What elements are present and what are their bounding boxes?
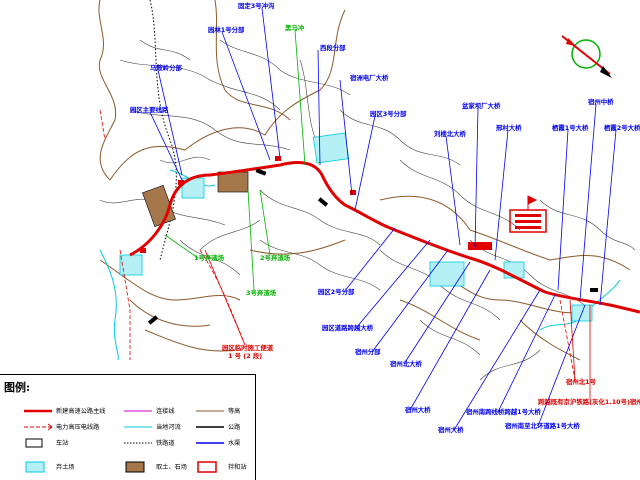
- label-l_bsq: 邢村大桥: [496, 123, 522, 132]
- label-l_ln3: 固定3号冲沟: [238, 1, 274, 10]
- structure-marks: [147, 168, 598, 325]
- label-l_szc: 宿州分部: [355, 347, 381, 356]
- label-l_red1b: 1 号 (2 段): [228, 351, 262, 360]
- label-l_g2: 2号弃渣场: [260, 253, 291, 262]
- label-l_zhu: 园区主要线路: [130, 105, 169, 114]
- label-l_gsn: 宿州南至北环道路1号大桥: [505, 421, 580, 430]
- rail-symbol-icon: [124, 442, 152, 444]
- legend-label: 铁路道: [156, 440, 175, 447]
- label-l_gou1: 园林1号分部: [208, 25, 245, 34]
- legend-label: 电力高压电线路: [56, 424, 100, 431]
- spoil-areas: [119, 132, 593, 322]
- label-l_g3: 3号弃渣场: [246, 288, 277, 297]
- legend-label: 车站: [56, 440, 69, 447]
- label-l_nsq: 刘楼北大桥: [434, 129, 467, 138]
- label-l_gs2: 栖霞2号大桥: [604, 123, 640, 132]
- label-l_cha: 宿州中桥: [588, 97, 614, 106]
- main-line-symbol-icon: [24, 409, 52, 413]
- label-l_red1: 园区临时施工便道: [222, 343, 274, 352]
- connector-symbol-icon: [124, 410, 152, 412]
- label-l_sj2: 园区2号分部: [318, 287, 355, 296]
- label-l_sec: 西段分部: [320, 43, 346, 52]
- label-l_hmc: 黑马冲: [285, 23, 305, 32]
- label-l_red3: 跨越既有京沪铁路(灰化1.10号)宿州北大桥: [538, 397, 640, 406]
- label-l_g1: 1号弃渣场: [194, 253, 225, 262]
- label-l_zxz: 宿州大桥: [438, 425, 464, 434]
- leader-lines-green: [164, 29, 306, 291]
- canal-symbol-icon: [196, 442, 224, 444]
- legend-label: 拌和站: [228, 464, 247, 471]
- legend-label: 新建高速公路主线: [56, 408, 106, 415]
- legend-label: 等高: [228, 408, 241, 415]
- label-l_mah: 马鞍岭分部: [150, 63, 183, 72]
- legend-label: 水渠: [228, 440, 241, 447]
- label-l_szq: 园区道路跨越大桥: [322, 323, 374, 332]
- camp-symbol-icon: [197, 461, 217, 473]
- legend-label: 取土、石场: [156, 464, 187, 471]
- legend-label: 公路: [228, 424, 241, 431]
- label-l_gu3: 园区3号分部: [370, 109, 407, 118]
- label-l_sq: 宿州大桥: [405, 405, 431, 414]
- main-expressway-line: [129, 161, 640, 314]
- legend-label: 连接线: [156, 408, 175, 415]
- legend-title: 图例:: [4, 381, 31, 394]
- map-legend: 图例: 新建高速公路主线 连接线 等高 电力高压电线路 当地河流 公路 车站 铁…: [0, 374, 256, 480]
- label-l_red2: 宿州北1号: [566, 377, 597, 386]
- camp-markers: [140, 156, 547, 253]
- leader-lines-red: [204, 249, 591, 400]
- borrow-symbol-icon: [125, 461, 145, 473]
- north-arrow-icon: [561, 35, 612, 78]
- label-l_pen: 盆家坝厂大桥: [461, 101, 501, 110]
- leader-lines-blue: [149, 7, 617, 431]
- label-l_ctq: 宿洲电厂大桥: [350, 73, 389, 82]
- power-line-symbol-icon: [24, 423, 52, 431]
- rail-line: [149, 0, 177, 261]
- label-l_xjx: 宿州北大桥: [390, 359, 423, 368]
- station-symbol-icon: [25, 438, 43, 448]
- contour-symbol-icon: [196, 410, 224, 412]
- road-symbol-icon: [196, 426, 224, 428]
- legend-label: 当地河流: [156, 424, 181, 431]
- legend-label: 弃土场: [56, 464, 75, 471]
- river-symbol-icon: [124, 426, 152, 428]
- label-l_gs1: 栖霞1号大桥: [552, 123, 589, 132]
- label-l_tzz: 宿州南跨线桥跨越1号大桥: [466, 407, 541, 416]
- map-labels: 固定3号冲沟 园林1号分部 黑马冲 西段分部 马鞍岭分部 宿洲电厂大桥 园区主要…: [130, 1, 640, 434]
- spoil-symbol-icon: [25, 461, 45, 473]
